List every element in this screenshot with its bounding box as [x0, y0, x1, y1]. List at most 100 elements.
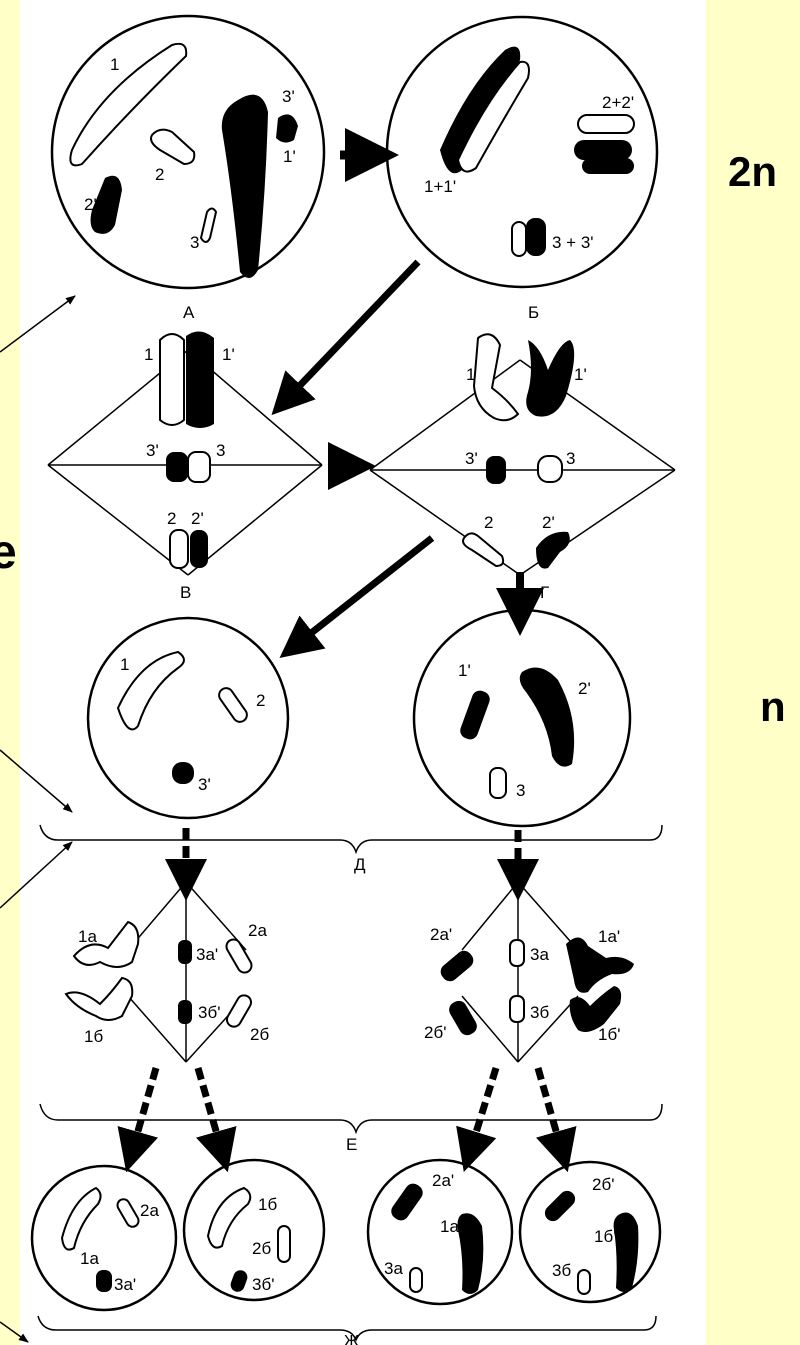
pointer-line-d-out: [0, 841, 73, 909]
chromosome-3-separating: [537, 455, 563, 483]
label-3-prime-v: 3': [146, 441, 159, 460]
label-zh2-3b-prime: 3б': [252, 1275, 274, 1294]
arrow-e-to-zh-3: [456, 1066, 500, 1173]
label-1-d: 1: [120, 655, 129, 674]
ploidy-strip: [706, 0, 800, 1345]
chromosome-2: [150, 128, 196, 166]
label-1: 1: [110, 55, 119, 74]
label-2-plus-2-prime: 2+2': [602, 93, 634, 112]
chromatid-1b: [64, 976, 134, 1021]
label-1-prime-v: 1': [222, 345, 235, 364]
chromosome-3-paired: [511, 221, 527, 257]
chromatid-zh3-1a-prime: [457, 1213, 484, 1294]
pointer-line-d-in: [0, 749, 73, 813]
chromosome-1-paired: [456, 60, 530, 173]
left-edge-letter: e: [0, 526, 17, 579]
stage-label-a: А: [183, 303, 195, 322]
label-1a-prime: 1a': [598, 927, 620, 946]
label-zh4-3b: 3б: [552, 1261, 571, 1280]
cell-d-right: [412, 608, 632, 828]
label-3a: 3a: [530, 945, 549, 964]
chromatid-zh4-2b-prime: [544, 1190, 576, 1222]
cell-zh-1: [30, 1164, 178, 1312]
label-1a: 1a: [78, 927, 97, 946]
arrow-g-to-d-left: [279, 535, 435, 658]
chromatid-2b: [225, 994, 252, 1028]
pointer-line-zh: [0, 1321, 29, 1343]
chromosome-3-d: [489, 767, 507, 799]
spindle-e-left: [127, 881, 247, 1063]
label-2-prime-g: 2': [542, 513, 555, 532]
label-3-prime: 3': [282, 87, 295, 106]
chromatid-1a-prime: [566, 937, 634, 993]
chromosome-3: [199, 207, 218, 243]
arrow-e-to-zh-2: [194, 1067, 237, 1173]
label-3-prime-g: 3': [465, 449, 478, 468]
chromatid-3b-prime: [178, 1000, 192, 1024]
stage-label-e: Е: [346, 1135, 357, 1154]
chromatid-zh4-1b-prime: [613, 1212, 639, 1292]
label-2a-prime: 2a': [430, 925, 452, 944]
chromosome-2-prime-paired-b: [582, 158, 634, 174]
chromosome-1-prime-paired: [440, 46, 521, 174]
stage-label-v: В: [180, 583, 191, 602]
chromatid-2a-prime: [440, 950, 474, 982]
cell-zh-4: [518, 1160, 662, 1304]
label-2: 2: [155, 165, 164, 184]
label-zh1-2a: 2a: [140, 1201, 159, 1220]
chromosome-1-prime-bivalent: [186, 331, 214, 428]
chromatid-3a: [509, 939, 525, 967]
label-2b-prime: 2б': [424, 1023, 446, 1042]
chromosome-1-prime: [221, 94, 268, 279]
label-zh4-1b-prime: 1б': [594, 1227, 616, 1246]
label-2-v: 2: [167, 509, 176, 528]
bracket-d: [39, 824, 663, 855]
arrow-e-to-zh-1: [117, 1067, 160, 1173]
chromatid-zh2-2b: [277, 1225, 291, 1263]
cell-a: [50, 14, 326, 290]
pointer-line-a: [0, 295, 76, 353]
bracket-zh: [37, 1315, 657, 1343]
label-zh3-1a-prime: 1a': [440, 1217, 462, 1236]
label-2-d: 2: [256, 691, 265, 710]
stage-label-zh: Ж: [344, 1333, 359, 1345]
label-1-prime-d: 1': [458, 661, 471, 680]
chromosome-2-d: [218, 687, 248, 723]
label-1-g: 1: [466, 365, 475, 384]
chromosome-1-prime-separating: [526, 340, 575, 417]
label-1b-prime: 1б': [598, 1025, 620, 1044]
chromatid-3b: [509, 995, 525, 1023]
diagram-panel: [0, 0, 706, 1345]
label-3-prime-d: 3': [198, 775, 211, 794]
chromosome-2-prime: [90, 175, 122, 234]
chromosome-2-prime-separating: [536, 531, 570, 569]
label-zh4-2b-prime: 2б': [592, 1175, 614, 1194]
chromosome-3-prime-separating: [486, 456, 506, 484]
stage-label-g: Г: [540, 583, 549, 602]
label-zh2-2b: 2б: [252, 1239, 271, 1258]
chromosome-2-prime-bivalent: [190, 530, 208, 568]
label-1-prime-g: 1': [574, 365, 587, 384]
label-3: 3: [190, 233, 199, 252]
chromosome-1-separating: [472, 333, 520, 422]
chromatid-zh1-3a-prime: [96, 1270, 112, 1292]
bracket-e: [39, 1103, 663, 1135]
chromosome-2-prime-d: [519, 667, 575, 767]
chromatid-zh2-3b-prime: [230, 1270, 248, 1292]
spindle-g: [369, 359, 676, 576]
label-zh3-2a-prime: 2a': [432, 1171, 454, 1190]
chromosome-2-paired: [577, 114, 635, 134]
chromosome-2-bivalent: [169, 529, 189, 569]
label-2-prime: 2': [84, 195, 97, 214]
chromosome-2-prime-paired: [574, 140, 632, 160]
label-3-plus-3-prime: 3 + 3': [552, 233, 594, 252]
chromosome-3-prime-paired: [526, 218, 546, 256]
label-3b-prime: 3б': [198, 1003, 220, 1022]
chromosome-3-prime: [276, 114, 298, 143]
label-2b: 2б: [250, 1025, 269, 1044]
arrow-e-to-zh-4: [534, 1067, 577, 1173]
chromatid-zh2-1b: [206, 1186, 252, 1249]
label-3b: 3б: [530, 1003, 549, 1022]
label-zh1-1a: 1a: [80, 1249, 99, 1268]
